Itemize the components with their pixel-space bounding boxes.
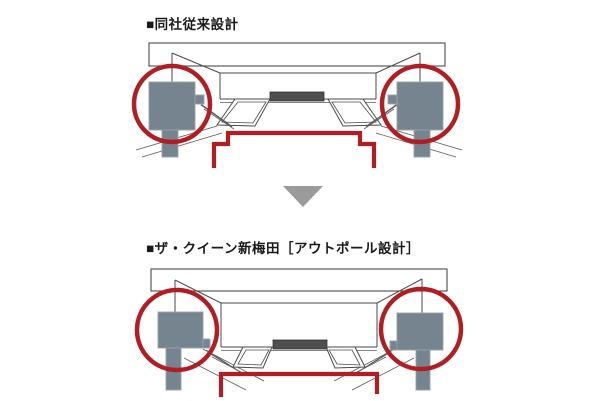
- louver-panel: [216, 98, 271, 127]
- perspective-line-right: [375, 52, 421, 74]
- louver-hatch: [365, 104, 398, 128]
- louver-panel: [327, 98, 382, 127]
- louver-panel-inner: [237, 349, 270, 366]
- column-highlight-circle-left: [131, 63, 213, 145]
- louver-hatch: [200, 104, 233, 128]
- column-left: [157, 311, 211, 391]
- column-highlight-circle-left: [134, 287, 220, 373]
- ceiling-slab: [148, 42, 446, 67]
- louver-panel-inner: [221, 101, 267, 124]
- louver-hatch: [356, 356, 387, 373]
- louver-panel-inner: [328, 349, 361, 366]
- column-left: [148, 81, 205, 158]
- ceiling-line-conventional: [211, 130, 377, 168]
- louver-hatch: [363, 108, 395, 130]
- perspective-line-left: [174, 279, 222, 304]
- column-right: [387, 81, 444, 158]
- louver-panel-inner: [331, 101, 377, 124]
- ceiling-center-bar: [272, 339, 328, 350]
- conventional-diagram: [131, 42, 463, 168]
- louver-hatch: [197, 101, 231, 126]
- column-highlight-circle-right: [378, 286, 464, 372]
- wing-edge: [183, 357, 247, 391]
- perspective-line-right: [376, 278, 423, 304]
- ceiling-slab: [150, 268, 448, 292]
- ceiling-line-outpole: [218, 371, 380, 397]
- perspective-line-left: [171, 52, 221, 74]
- outpole-design-title: ■ザ・クイーン新梅田［アウトポール設計］: [146, 241, 420, 256]
- conventional-design-title: ■同社従来設計: [146, 17, 239, 32]
- ceiling-center-bar: [269, 91, 325, 102]
- down-arrow-icon: [283, 186, 323, 207]
- column-highlight-circle-right: [379, 63, 461, 145]
- column-right: [389, 312, 444, 391]
- wing-edge: [141, 132, 223, 158]
- louver-hatch: [211, 356, 242, 373]
- outpole-diagram: [134, 268, 464, 397]
